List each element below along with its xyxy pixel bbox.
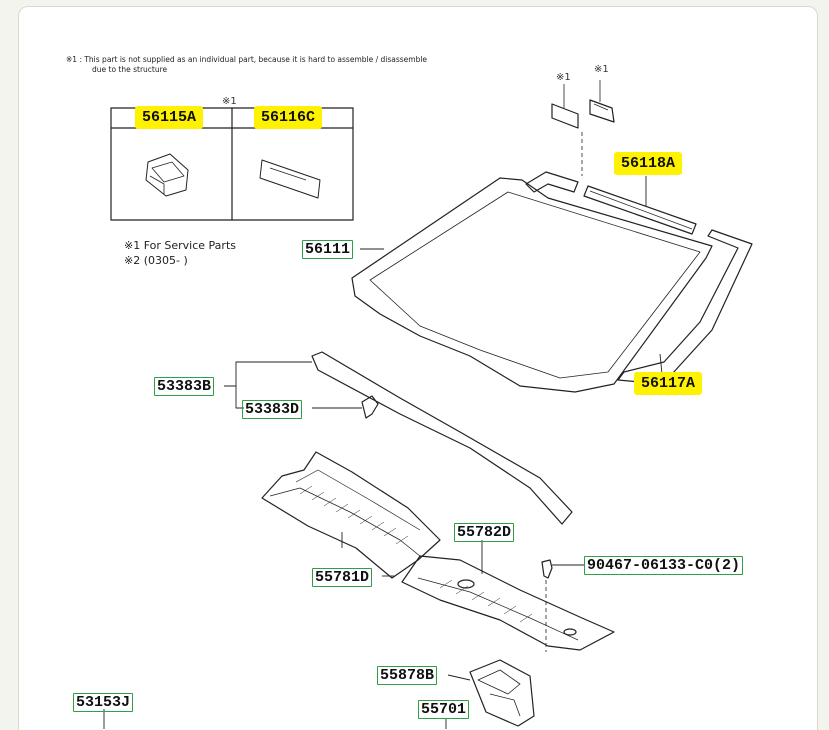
part-56115A-link[interactable]: 56115A (135, 106, 204, 129)
supply-note: ※1 : This part is not supplied as an ind… (66, 55, 428, 74)
part-53153J-link[interactable]: 53153J (73, 693, 134, 712)
windshield-glass (351, 177, 713, 393)
part-55782D-link[interactable]: 55782D (454, 523, 515, 542)
part-55878B-link[interactable]: 55878B (377, 666, 438, 685)
part-53383B-link[interactable]: 53383B (154, 377, 215, 396)
part-53383D-link[interactable]: 53383D (242, 400, 303, 419)
part-56116C-link[interactable]: 56116C (254, 106, 323, 129)
legend: ※1 For Service Parts ※2 (0305- ) (124, 239, 236, 267)
table-note-mark: ※1 (222, 96, 237, 107)
clip-note-mark-a: ※1 (556, 72, 571, 83)
part-56117A-link[interactable]: 56117A (634, 372, 703, 395)
cowl-louver (261, 451, 441, 579)
cowl-seal (311, 351, 573, 525)
part-56118A-link[interactable]: 56118A (614, 152, 683, 175)
part-55781D-link[interactable]: 55781D (312, 568, 373, 587)
clip-note-mark-b: ※1 (594, 64, 609, 75)
part-55701-link[interactable]: 55701 (418, 700, 470, 719)
part-56111-link[interactable]: 56111 (302, 240, 354, 259)
part-90467-06133-C0-link[interactable]: 90467-06133-C0(2) (584, 556, 744, 575)
